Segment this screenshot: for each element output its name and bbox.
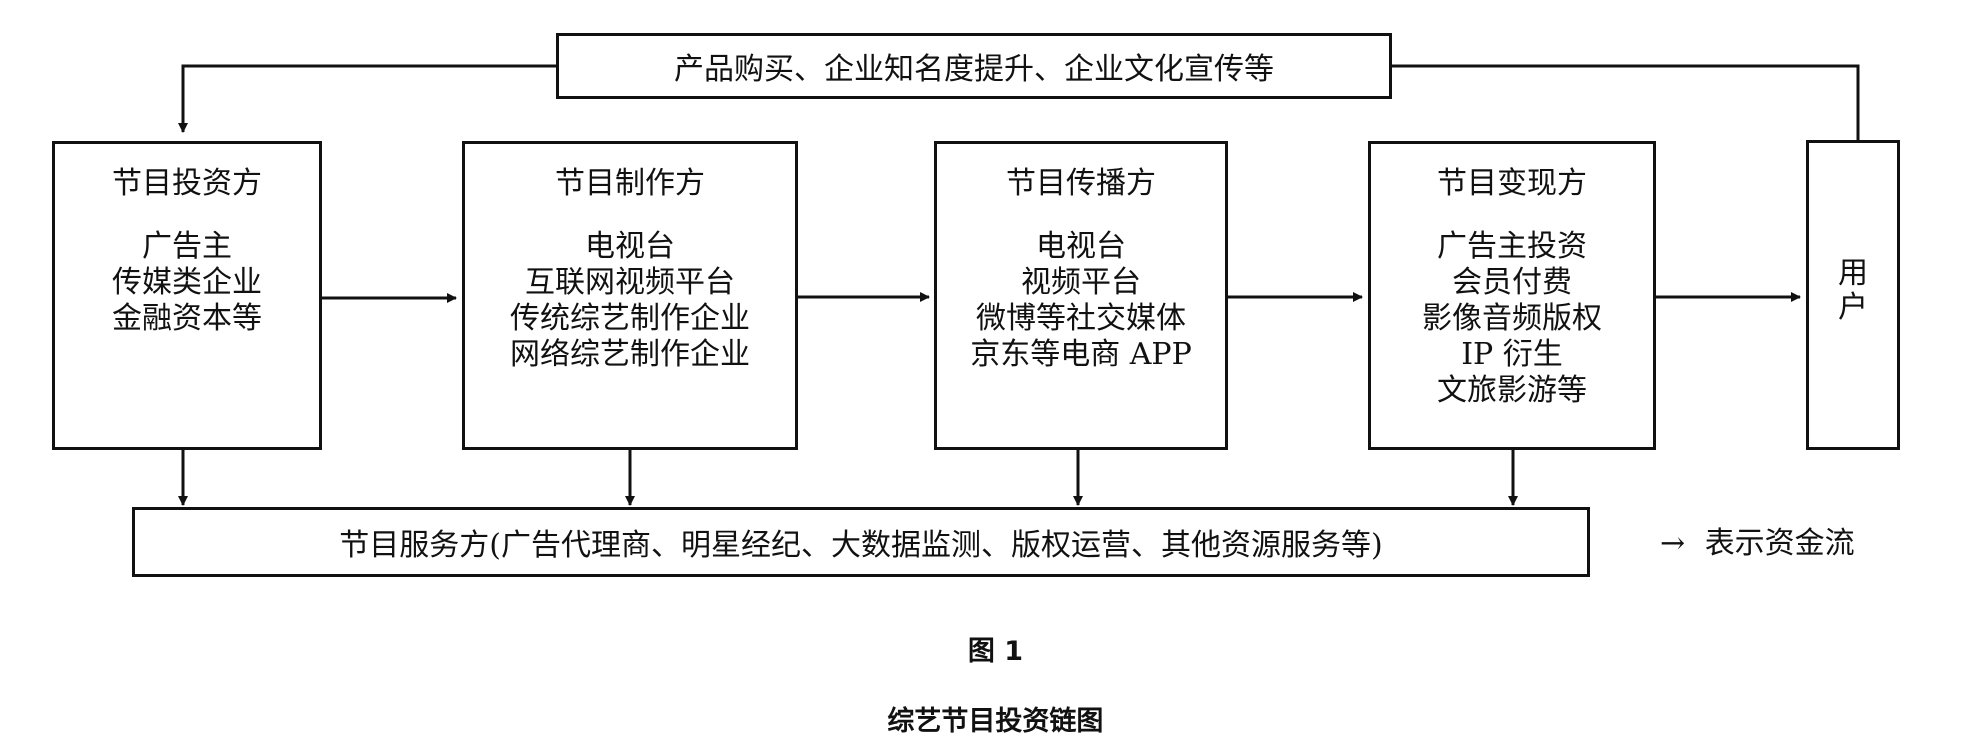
producer-line: 传统综艺制作企业 bbox=[510, 301, 750, 336]
top-box: 产品购买、企业知名度提升、企业文化宣传等 bbox=[556, 33, 1392, 99]
monetizer-box: 节目变现方 广告主投资 会员付费 影像音频版权 IP 衍生 文旅影游等 bbox=[1368, 141, 1656, 450]
distributor-line: 视频平台 bbox=[1021, 265, 1141, 300]
producer-title: 节目制作方 bbox=[555, 166, 705, 201]
monetizer-line: 文旅影游等 bbox=[1437, 373, 1587, 408]
monetizer-line: 广告主投资 bbox=[1437, 229, 1587, 264]
distributor-lines: 电视台 视频平台 微博等社交媒体 京东等电商 APP bbox=[937, 229, 1225, 373]
legend-text: 表示资金流 bbox=[1704, 526, 1855, 561]
flow-connectors bbox=[178, 64, 1860, 506]
top-box-text: 产品购买、企业知名度提升、企业文化宣传等 bbox=[674, 52, 1274, 87]
monetizer-line: 会员付费 bbox=[1452, 265, 1572, 300]
figure-caption: 图 1 综艺节目投资链图 bbox=[0, 598, 1972, 738]
investor-line: 金融资本等 bbox=[112, 301, 262, 336]
producer-box: 节目制作方 电视台 互联网视频平台 传统综艺制作企业 网络综艺制作企业 bbox=[462, 141, 798, 450]
investor-line: 传媒类企业 bbox=[112, 265, 262, 300]
monetizer-line: IP 衍生 bbox=[1461, 337, 1563, 372]
user-lines: 用 户 bbox=[1809, 257, 1897, 325]
user-box: 用 户 bbox=[1806, 140, 1900, 450]
producer-line: 互联网视频平台 bbox=[525, 265, 735, 300]
service-box-text: 节目服务方(广告代理商、明星经纪、大数据监测、版权运营、其他资源服务等) bbox=[339, 528, 1383, 563]
legend: → 表示资金流 bbox=[1660, 518, 1855, 562]
caption-title: 综艺节目投资链图 bbox=[887, 706, 1104, 737]
investor-title: 节目投资方 bbox=[112, 166, 262, 201]
producer-lines: 电视台 互联网视频平台 传统综艺制作企业 网络综艺制作企业 bbox=[465, 229, 795, 373]
feedback-arrow-user-to-investor bbox=[1392, 64, 1860, 140]
monetizer-title: 节目变现方 bbox=[1437, 166, 1587, 201]
distributor-line: 微博等社交媒体 bbox=[976, 301, 1186, 336]
caption-label: 图 1 bbox=[967, 636, 1023, 667]
distributor-line: 电视台 bbox=[1036, 229, 1126, 264]
legend-arrow-icon: → bbox=[1660, 526, 1686, 561]
distributor-line: 京东等电商 APP bbox=[970, 337, 1192, 372]
service-box: 节目服务方(广告代理商、明星经纪、大数据监测、版权运营、其他资源服务等) bbox=[132, 507, 1590, 577]
investor-line: 广告主 bbox=[142, 229, 232, 264]
producer-line: 网络综艺制作企业 bbox=[510, 337, 750, 372]
investor-lines: 广告主 传媒类企业 金融资本等 bbox=[55, 229, 319, 337]
monetizer-lines: 广告主投资 会员付费 影像音频版权 IP 衍生 文旅影游等 bbox=[1371, 229, 1653, 409]
investor-box: 节目投资方 广告主 传媒类企业 金融资本等 bbox=[52, 141, 322, 450]
distributor-box: 节目传播方 电视台 视频平台 微博等社交媒体 京东等电商 APP bbox=[934, 141, 1228, 450]
user-line: 户 bbox=[1838, 290, 1868, 325]
feedback-arrow-top-to-investor bbox=[178, 64, 558, 133]
monetizer-line: 影像音频版权 bbox=[1422, 301, 1602, 336]
distributor-title: 节目传播方 bbox=[1006, 166, 1156, 201]
user-line: 用 bbox=[1838, 256, 1868, 291]
producer-line: 电视台 bbox=[585, 229, 675, 264]
